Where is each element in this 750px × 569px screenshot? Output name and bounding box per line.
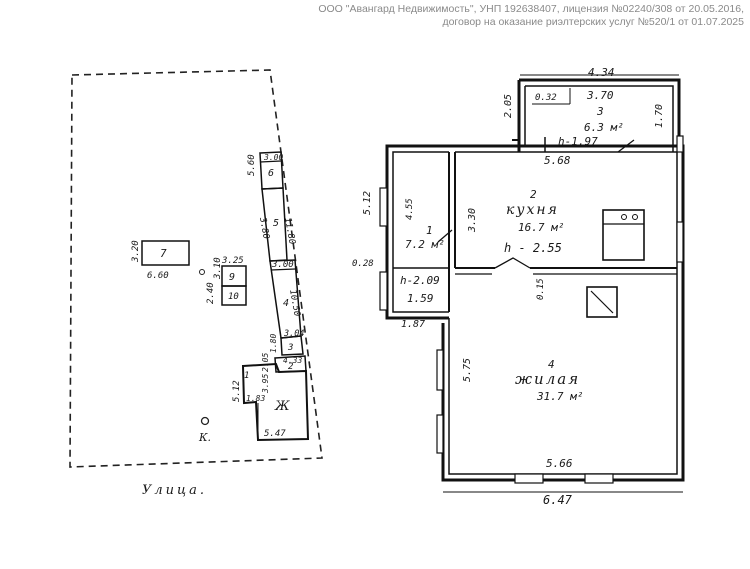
room-2-height: h - 2.55 — [504, 241, 562, 255]
building-4-width: 3.00 — [271, 260, 294, 270]
room-4-name: жилая — [515, 370, 580, 388]
room-3-side: 1.70 — [654, 104, 665, 128]
building-1-house — [241, 362, 310, 442]
room-1-outer: 5.12 — [362, 191, 373, 215]
room-1-side: 0.28 — [352, 259, 374, 269]
header-line-1: ООО "Авангард Недвижимость", УНП 1926384… — [318, 3, 744, 15]
well-label: К. — [198, 431, 211, 444]
building-1-number: 1 — [244, 371, 249, 381]
room-4-stove — [586, 286, 618, 318]
building-4-number: 4 — [283, 298, 289, 309]
dim-5-68: 5.68 — [544, 154, 571, 167]
building-6-number: 6 — [268, 168, 274, 179]
room-1-wall — [385, 144, 449, 320]
building-9-height: 3.10 — [213, 257, 223, 280]
building-6-height: 5.60 — [247, 154, 257, 176]
building-1-width: 5.47 — [264, 429, 286, 439]
room-4-number: 4 — [548, 358, 555, 371]
building-10 — [221, 285, 247, 306]
building-3-width: 3.04 — [283, 329, 304, 339]
building-5-height: 3.80 — [257, 216, 271, 240]
building-10-number: 10 — [228, 292, 239, 302]
room-3-d1: 0.32 — [535, 93, 557, 103]
room-3-number: 3 — [596, 105, 604, 118]
building-6-width: 3.00 — [263, 153, 283, 162]
building-7-height: 3.20 — [131, 240, 141, 263]
plot-boundary — [69, 69, 323, 468]
building-7-width: 6.60 — [147, 271, 169, 281]
building-9-number: 9 — [229, 272, 235, 283]
room-1-h: 4.55 — [405, 198, 415, 220]
building-7-number: 7 — [160, 247, 167, 260]
kitchen-stove — [602, 209, 645, 261]
room-1-bottom: 1.87 — [401, 319, 425, 330]
room-3-outer-wall — [519, 78, 681, 152]
street-label: Улица. — [142, 483, 207, 498]
room-4-width: 5.66 — [546, 457, 573, 470]
building-7 — [141, 240, 190, 266]
room-1-width: 1.59 — [407, 292, 434, 305]
floor-plan: 4.34 2.05 0.32 3.70 3 6.3 м² h-1.97 1.70 — [352, 66, 685, 507]
room-3-d2: 3.70 — [586, 89, 614, 102]
room-2-number: 2 — [530, 188, 537, 201]
building-1-height: 5.12 — [232, 380, 242, 402]
building-10-height: 2.40 — [206, 282, 216, 304]
room-4-side: 5.75 — [462, 358, 473, 382]
dim-bottom: 6.47 — [543, 493, 573, 507]
room-4-area: 31.7 м² — [536, 390, 583, 403]
building-4-height: 10.50 — [287, 289, 302, 317]
room-1-number: 1 — [426, 224, 433, 237]
site-plan: 7 6.60 3.20 9 10 3.25 3.10 2.40 6 3.00 5… — [69, 69, 323, 498]
building-5-number: 5 — [273, 218, 279, 229]
length-11-80: 11.80 — [282, 217, 297, 245]
room-1-area: 7.2 м² — [405, 238, 445, 251]
dim-top: 4.34 — [588, 66, 615, 79]
building-2-width: 4.33 — [283, 356, 302, 365]
building-3 — [280, 335, 304, 356]
building-2-height: 2.05 — [261, 353, 270, 372]
building-1-height-2: 3.95 — [261, 374, 270, 394]
marker-small-circle — [199, 269, 205, 275]
well-circle — [200, 416, 210, 426]
room-3-area: 6.3 м² — [584, 121, 624, 134]
windows — [379, 135, 684, 484]
building-2-number: 2 — [288, 362, 293, 372]
room-2-side: 3.30 — [467, 208, 478, 233]
building-3-height: 1.80 — [269, 334, 278, 353]
building-1-sub: 1.83 — [246, 394, 265, 403]
room-1-height: h-2.09 — [400, 274, 440, 287]
main-outer-wall — [441, 144, 685, 482]
room-2-area: 16.7 м² — [518, 221, 564, 234]
dim-top-height: 2.05 — [503, 94, 514, 118]
building-3-number: 3 — [287, 343, 293, 353]
header-line-2: договор на оказание риэлтерских услуг №5… — [442, 16, 744, 28]
house-marker: Ж — [274, 399, 290, 414]
room-2-name: кухня — [506, 202, 559, 218]
building-9-width: 3.25 — [221, 256, 244, 266]
room-4-step: 0.15 — [536, 278, 546, 300]
